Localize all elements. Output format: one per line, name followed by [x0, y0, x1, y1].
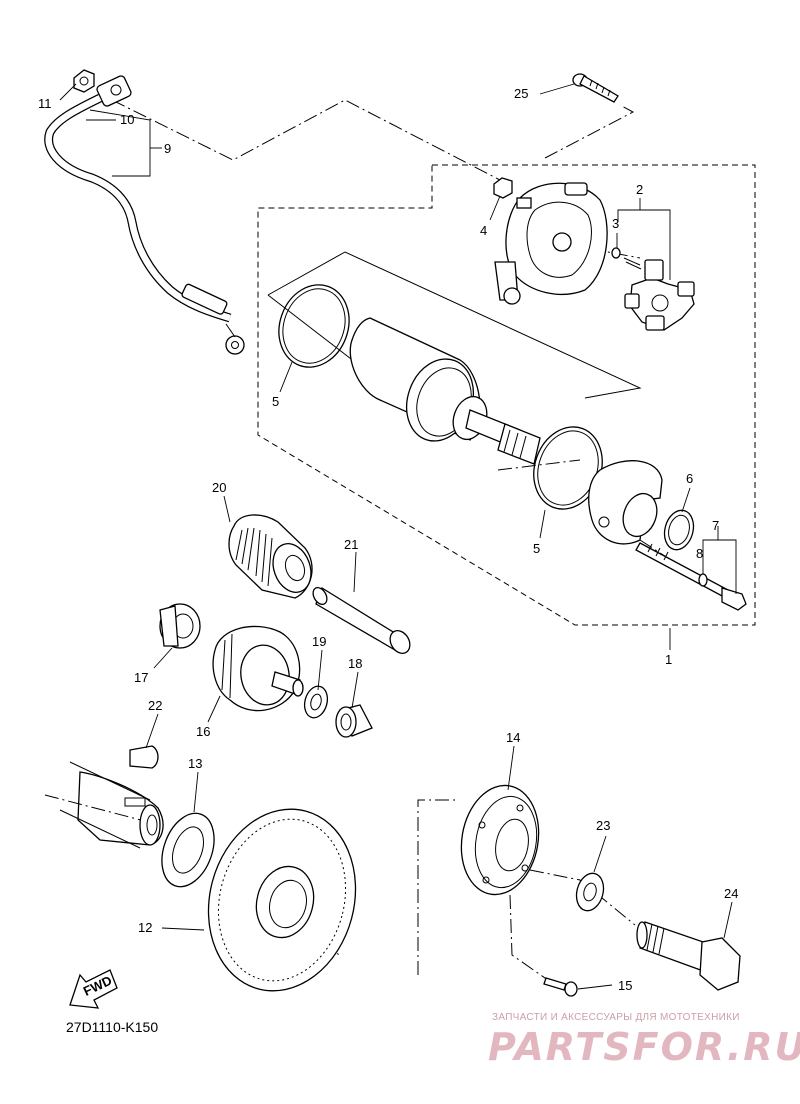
o-ring-part-5-upper[interactable]	[268, 275, 361, 377]
callout-11: 11	[38, 96, 52, 111]
callout-14: 14	[506, 730, 520, 745]
washer-part-23[interactable]	[573, 870, 608, 913]
watermark-tagline: ЗАПЧАСТИ И АКСЕССУАРЫ ДЛЯ МОТОТЕХНИКИ	[492, 1012, 740, 1023]
callout-20: 20	[212, 480, 226, 495]
o-ring-part-3[interactable]	[611, 247, 621, 259]
callout-6: 6	[686, 471, 693, 486]
diagram-code: 27D1110-K150	[66, 1019, 158, 1035]
key-part-22[interactable]	[129, 745, 159, 769]
washer-part-13[interactable]	[152, 806, 223, 894]
watermark-logo: PARTSFOR.RU	[488, 1025, 800, 1069]
callout-12: 12	[138, 920, 152, 935]
brush-holder-part-2[interactable]	[623, 257, 695, 331]
starter-gear-part-20[interactable]	[228, 514, 317, 599]
callout-18: 18	[348, 656, 362, 671]
nut-part-11[interactable]	[73, 69, 95, 93]
callout-5b: 5	[533, 541, 540, 556]
screw-part-15[interactable]	[543, 977, 578, 997]
callout-2: 2	[636, 182, 643, 197]
starter-assembly-boundary	[257, 164, 756, 626]
rear-cover[interactable]	[494, 182, 608, 305]
bolt-part-24[interactable]	[636, 921, 741, 991]
idle-gear-part-16[interactable]	[212, 625, 304, 712]
callout-numbers: 11 10 9 25 4 2 3 5 5 6 7 8 1 20 21 17 19…	[38, 86, 738, 993]
callout-3: 3	[612, 216, 619, 231]
callout-19: 19	[312, 634, 326, 649]
callout-15: 15	[618, 978, 632, 993]
callout-5a: 5	[272, 394, 279, 409]
screw-part-25[interactable]	[572, 73, 619, 103]
callout-1: 1	[665, 652, 672, 667]
washer-part-19[interactable]	[301, 684, 331, 721]
callout-7: 7	[712, 518, 719, 533]
front-cover[interactable]	[588, 460, 663, 545]
callout-leaders	[59, 83, 737, 990]
callout-17: 17	[134, 670, 148, 685]
callout-16: 16	[196, 724, 210, 739]
callout-24: 24	[724, 886, 738, 901]
o-ring-part-6[interactable]	[660, 507, 697, 553]
callout-21: 21	[344, 537, 358, 552]
bearing-part-17[interactable]	[159, 603, 201, 649]
lead-wire-part-9[interactable]	[44, 75, 245, 355]
fwd-arrow-icon: FWD	[69, 969, 118, 1009]
o-ring-part-8[interactable]	[698, 573, 708, 587]
shaft-part-21[interactable]	[310, 585, 413, 657]
needle-bearing-part-18[interactable]	[335, 704, 373, 738]
callout-10: 10	[120, 112, 134, 127]
callout-13: 13	[188, 756, 202, 771]
callout-22: 22	[148, 698, 162, 713]
callout-9: 9	[164, 141, 171, 156]
nut-part-4[interactable]	[493, 177, 513, 199]
bolt-part-7[interactable]	[635, 542, 747, 611]
starter-wheel-part-12[interactable]	[189, 792, 376, 1007]
starter-motor-yoke[interactable]	[349, 317, 541, 465]
callout-4: 4	[480, 223, 487, 238]
callout-8: 8	[696, 546, 703, 561]
callout-23: 23	[596, 818, 610, 833]
one-way-clutch-part-14[interactable]	[453, 779, 547, 901]
callout-25: 25	[514, 86, 528, 101]
crankshaft-end	[59, 761, 164, 849]
